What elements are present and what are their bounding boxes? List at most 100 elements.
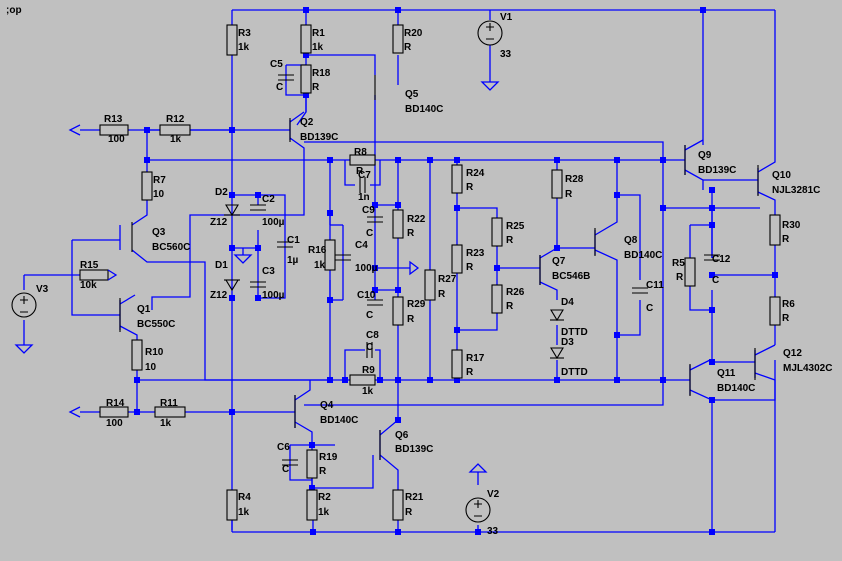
label-c6: C6 (277, 442, 290, 453)
label-d4: D4 (561, 297, 574, 308)
label-q2: Q2 (300, 117, 314, 128)
label-r7: R7 (153, 175, 166, 186)
label-q6: Q6 (395, 430, 409, 441)
label-r17: R17 (466, 353, 485, 364)
value-q6: BD139C (395, 444, 433, 455)
value-q7: BC546B (552, 271, 590, 282)
resistor-r5 (684, 257, 696, 287)
label-q11: Q11 (717, 368, 736, 379)
value-d3: DTTD (561, 367, 588, 378)
label-q3: Q3 (152, 227, 166, 238)
label-c3: C3 (262, 266, 275, 277)
label-c11: C11 (646, 280, 664, 291)
resistor-r29 (392, 296, 404, 326)
label-r8: R8 (354, 147, 367, 158)
label-c2: C2 (262, 194, 275, 205)
value-r7: 10 (153, 189, 165, 200)
label-r3: R3 (238, 28, 251, 39)
label-r15: R15 (80, 260, 99, 271)
resistor-r14 (99, 406, 129, 418)
label-r10: R10 (145, 347, 164, 358)
value-r13: 100 (108, 134, 125, 145)
label-c8: C8 (366, 330, 379, 341)
value-r21: R (405, 507, 413, 518)
value-r19: R (319, 466, 327, 477)
resistor-r11 (154, 406, 186, 418)
resistor-r16 (324, 239, 336, 271)
capacitors (250, 74, 720, 466)
resistor-r23 (451, 244, 463, 274)
label-q8: Q8 (624, 235, 638, 246)
component-labels: R31kR11kR18RC5CR20RV133Q5BD140CR13100R12… (36, 12, 832, 537)
label-v3: V3 (36, 284, 49, 295)
junctions (134, 7, 778, 535)
label-r12: R12 (166, 114, 185, 125)
resistor-r10 (131, 339, 143, 371)
label-r22: R22 (407, 214, 426, 225)
resistor-r20 (392, 24, 404, 54)
resistor-r7 (141, 171, 153, 201)
value-q10: NJL3281C (772, 185, 820, 196)
value-r8: R (356, 166, 364, 177)
label-r30: R30 (782, 220, 801, 231)
label-r1: R1 (312, 28, 325, 39)
value-c8: C (366, 342, 373, 353)
label-r20: R20 (404, 28, 423, 39)
label-r14: R14 (106, 398, 125, 409)
value-r1: 1k (312, 42, 324, 53)
label-c4: C4 (355, 240, 368, 251)
value-r22: R (407, 228, 415, 239)
value-r11: 1k (160, 418, 172, 429)
resistor-r17 (451, 349, 463, 379)
resistor-r21 (392, 489, 404, 521)
value-r12: 1k (170, 134, 182, 145)
resistor-r4 (226, 489, 238, 521)
value-r30: R (782, 234, 790, 245)
resistor-r24 (451, 164, 463, 194)
resistor-r18 (300, 64, 312, 94)
value-d1: Z12 (210, 290, 228, 301)
label-r5: R5 (672, 258, 685, 269)
label-d3: D3 (561, 337, 574, 348)
label-c12: C12 (712, 254, 731, 265)
value-c1: 1µ (287, 255, 299, 266)
value-c6: C (282, 464, 289, 475)
value-r28: R (565, 189, 573, 200)
value-q2: BD139C (300, 132, 338, 143)
label-c9: C9 (362, 205, 375, 216)
value-q12: MJL4302C (783, 363, 832, 374)
value-r16: 1k (314, 260, 326, 271)
resistor-r26 (491, 284, 503, 314)
resistor-r13 (99, 124, 129, 136)
label-r29: R29 (407, 299, 426, 310)
value-q8: BD140C (624, 250, 662, 261)
value-r24: R (466, 182, 474, 193)
value-c3: 100µ (262, 290, 285, 301)
label-d2: D2 (215, 187, 228, 198)
value-q9: BD139C (698, 165, 736, 176)
value-r10: 10 (145, 362, 157, 373)
label-v1: V1 (500, 12, 513, 23)
label-r9: R9 (362, 365, 375, 376)
value-r2: 1k (318, 507, 330, 518)
resistor-r9 (349, 374, 376, 386)
value-r15: 10k (80, 280, 97, 291)
value-r27: R (438, 289, 446, 300)
label-r13: R13 (104, 114, 123, 125)
value-r26: R (506, 301, 514, 312)
value-r23: R (466, 262, 474, 273)
value-c9: C (366, 228, 373, 239)
value-r17: R (466, 367, 474, 378)
value-r14: 100 (106, 418, 123, 429)
value-c5: C (276, 82, 283, 93)
label-q9: Q9 (698, 150, 712, 161)
resistor-r2 (306, 489, 318, 521)
label-r2: R2 (318, 492, 331, 503)
value-r18: R (312, 82, 320, 93)
label-q1: Q1 (137, 304, 151, 315)
label-v2: V2 (487, 489, 500, 500)
value-q1: BC550C (137, 319, 175, 330)
label-r24: R24 (466, 168, 485, 179)
label-q4: Q4 (320, 400, 334, 411)
